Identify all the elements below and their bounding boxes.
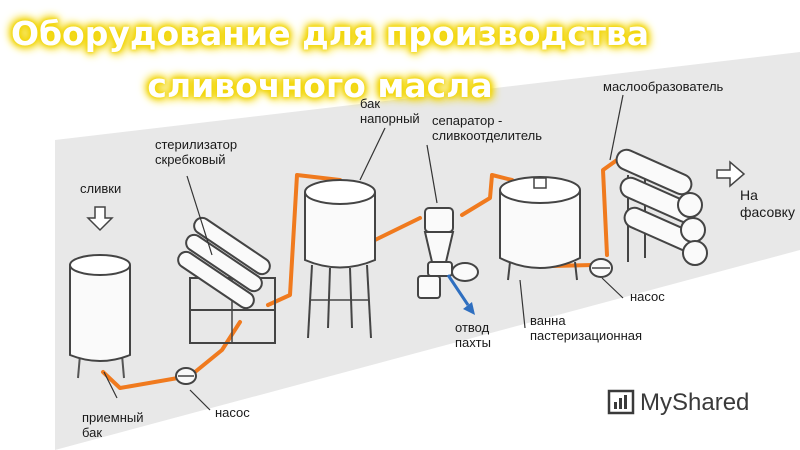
label-pump-2: насос xyxy=(630,289,665,304)
title-line-1: Оборудование для производства xyxy=(10,14,650,53)
pump-2 xyxy=(589,258,613,278)
label-sterilizer: стерилизатор скребковый xyxy=(155,137,238,167)
leader-lines xyxy=(103,94,624,411)
label-buttermilk: отвод пахты xyxy=(455,320,491,350)
label-pump-1: насос xyxy=(215,405,250,420)
myshared-logo-text: MyShared xyxy=(640,389,750,416)
scraped-sterilizer xyxy=(177,216,276,344)
label-separator: сепаратор - сливкоотделитель xyxy=(432,113,542,143)
label-pasteurization-bath: ванна пастеризационная xyxy=(530,313,643,343)
pasteurization-bath xyxy=(499,176,581,281)
label-butter-maker: маслообразователь xyxy=(603,79,724,94)
background-band xyxy=(55,52,800,450)
title-line-2: сливочного масла xyxy=(147,66,493,105)
right-arrow-icon xyxy=(716,160,746,188)
separator xyxy=(417,207,479,299)
butter-maker xyxy=(615,148,708,266)
myshared-logo: MyShared xyxy=(640,389,749,417)
myshared-logo-icon xyxy=(607,389,635,415)
pressure-tank xyxy=(304,179,376,339)
label-packing: На фасовку xyxy=(740,187,795,220)
pump-1 xyxy=(175,367,197,385)
down-arrow-icon xyxy=(86,206,114,232)
buttermilk-outlet-arrow xyxy=(446,274,475,315)
receiving-tank xyxy=(69,254,131,379)
label-cream: сливки xyxy=(80,181,122,196)
label-pressure-tank: бак напорный xyxy=(360,96,420,126)
pipeline xyxy=(101,158,619,390)
label-receiving-tank: приемный бак xyxy=(82,410,144,440)
